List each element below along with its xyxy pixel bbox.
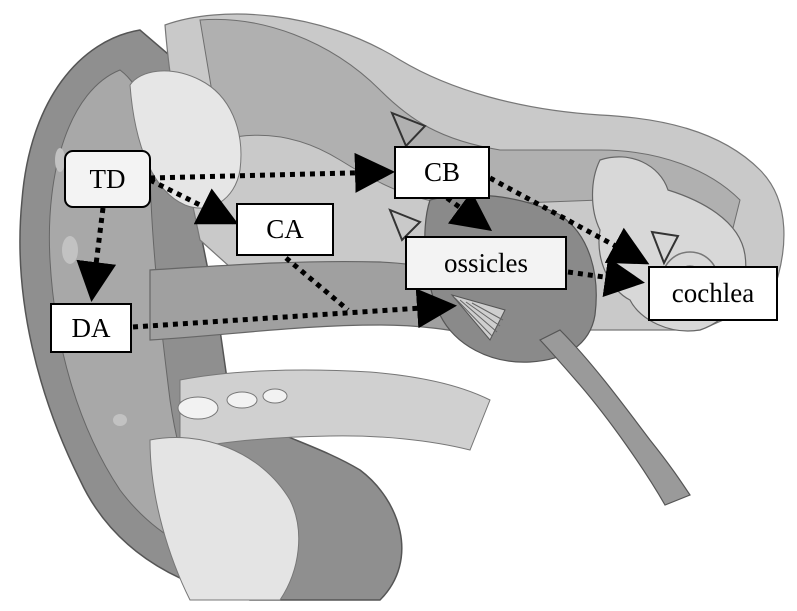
- eardrum: [450, 294, 506, 341]
- node-cb: CB: [394, 146, 490, 199]
- bone-oval-1: [177, 396, 219, 420]
- marker-triangle-ossicles: [388, 208, 422, 242]
- mastoid: [149, 437, 300, 601]
- marker-triangle-cb: [390, 111, 427, 148]
- node-cochlea: cochlea: [648, 266, 778, 321]
- bone-oval-2: [226, 391, 258, 409]
- node-ca: CA: [236, 203, 334, 256]
- node-da: DA: [50, 303, 132, 353]
- eustachian-tube: [538, 329, 691, 506]
- node-ossicles: ossicles: [405, 236, 567, 290]
- lower-bone: [179, 369, 491, 451]
- node-td: TD: [64, 150, 151, 208]
- eardrum-lines: [454, 297, 504, 337]
- bone-oval-3: [262, 388, 288, 404]
- marker-triangle-cochlea: [650, 230, 680, 266]
